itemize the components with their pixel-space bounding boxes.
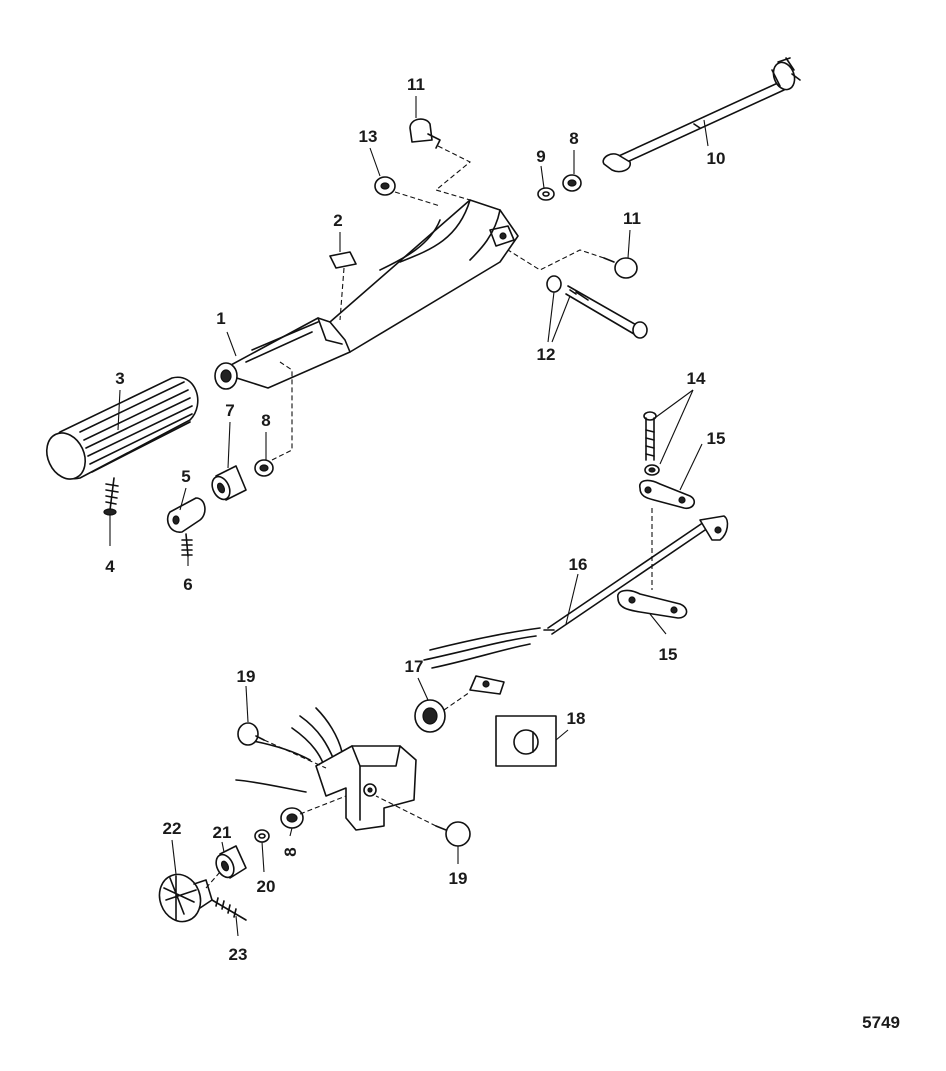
- callout-13: 13: [359, 127, 378, 146]
- part-12-bolt-washer: [546, 275, 648, 339]
- callout-14: 14: [687, 369, 706, 388]
- callout-5: 5: [181, 467, 190, 486]
- callout-11-right: 11: [623, 209, 641, 228]
- part-5-cam: [166, 497, 206, 533]
- throttle-bracket: [315, 745, 417, 831]
- part-7-bushing: [211, 465, 247, 501]
- part-21-bushing: [215, 845, 247, 879]
- callout-7: 7: [225, 401, 234, 420]
- callout-15-lower: 15: [659, 645, 678, 664]
- part-4-screw: [103, 477, 119, 516]
- part-15-lower-clamp: [617, 589, 688, 619]
- callout-15-upper: 15: [707, 429, 726, 448]
- diagram-reference-number: 5749: [862, 1013, 900, 1032]
- part-13-nut: [374, 176, 441, 207]
- part-3-handle-grip: [45, 376, 199, 480]
- callout-20: 20: [257, 877, 276, 896]
- callout-8-upper-right: 8: [569, 129, 578, 148]
- callout-22: 22: [163, 819, 182, 838]
- part-19-upper-bolt: [237, 722, 327, 769]
- part-8-bushing-lower-tiller: [254, 361, 293, 477]
- part-8-bushing-upper: [562, 174, 582, 192]
- part-11-lower-pivot-bolt: [507, 249, 638, 279]
- part-1-tiller-arm: [214, 199, 519, 390]
- part-16-link-rod: [543, 508, 729, 635]
- callout-9: 9: [536, 147, 545, 166]
- callout-12: 12: [537, 345, 556, 364]
- part-23-screw: [211, 897, 247, 921]
- part-10-throttle-shaft: [602, 57, 801, 173]
- callout-23: 23: [229, 945, 248, 964]
- callout-1: 1: [216, 309, 225, 328]
- callout-10: 10: [707, 149, 726, 168]
- part-20-washer: [254, 829, 270, 843]
- part-8-bushing-bracket: [280, 795, 347, 829]
- callout-labels: 1 2 3 4 5 6 7 8 8 8 9 10 11 11 12 13 14 …: [105, 75, 725, 964]
- part-9-washer: [537, 187, 555, 201]
- callout-8-lower: 8: [281, 847, 300, 856]
- callout-4: 4: [105, 557, 115, 576]
- callout-3: 3: [115, 369, 124, 388]
- callout-6: 6: [183, 575, 192, 594]
- part-6-set-screw: [181, 533, 193, 557]
- part-11-upper-pivot-bolt: [409, 118, 472, 201]
- part-2-decal: [329, 251, 357, 321]
- part-15-upper-clamp: [638, 479, 696, 510]
- part-17-grommet: [414, 675, 505, 733]
- callout-18: 18: [567, 709, 586, 728]
- part-19-lower-bolt: [375, 795, 471, 847]
- part-22-knob: [158, 871, 221, 923]
- part-18-cap: [495, 715, 557, 767]
- callout-8-upper-left: 8: [261, 411, 270, 430]
- callout-11-top: 11: [407, 75, 425, 94]
- callout-19-upper: 19: [237, 667, 256, 686]
- leader-lines: [109, 96, 709, 937]
- callout-17: 17: [405, 657, 424, 676]
- callout-16: 16: [569, 555, 588, 574]
- callout-21: 21: [213, 823, 232, 842]
- callout-19-lower: 19: [449, 869, 468, 888]
- callout-2: 2: [333, 211, 342, 230]
- part-14-screw-washer: [643, 411, 660, 476]
